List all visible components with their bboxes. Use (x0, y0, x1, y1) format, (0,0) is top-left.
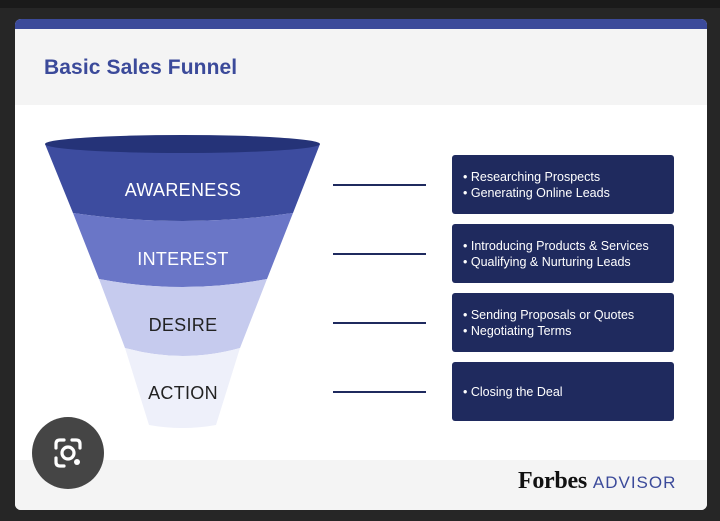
stage-label-desire: DESIRE (148, 315, 218, 335)
funnel-stage-action (125, 348, 240, 428)
bullet-item: • Negotiating Terms (463, 323, 572, 338)
brand-suffix: ADVISOR (592, 473, 677, 492)
connector-line (333, 322, 426, 324)
bullet-item: • Qualifying & Nurturing Leads (463, 254, 631, 269)
stage-label-interest: INTEREST (137, 249, 229, 269)
funnel-stage-interest (73, 213, 293, 287)
funnel-diagram (45, 135, 320, 428)
bullet-item: • Closing the Deal (463, 384, 563, 399)
bullet-item: • Sending Proposals or Quotes (463, 307, 635, 322)
google-lens-icon (54, 438, 82, 468)
stage-label-action: ACTION (148, 383, 218, 403)
card-header (15, 29, 707, 105)
funnel-stage-desire (99, 279, 267, 356)
google-lens-button[interactable] (32, 417, 104, 489)
stage-description-box: • Sending Proposals or Quotes • Negotiat… (452, 293, 674, 352)
connector-line (333, 253, 426, 255)
funnel-stage-awareness (45, 144, 320, 221)
bullet-item: • Generating Online Leads (463, 185, 610, 200)
brand-name: Forbes (518, 468, 587, 494)
connector-line (333, 391, 426, 393)
card-footer (15, 460, 707, 510)
connector-line (333, 184, 426, 186)
forbes-advisor-logo: Forbes ADVISOR (518, 468, 676, 495)
card-top-stripe (15, 19, 707, 29)
bullet-item: • Researching Prospects (463, 169, 601, 184)
top-bar (0, 0, 720, 8)
bullet-item: • Introducing Products & Services (463, 238, 649, 253)
stage-label-awareness: AWARENESS (124, 180, 242, 200)
stage-description-box: • Researching Prospects • Generating Onl… (452, 155, 674, 214)
page-title: Basic Sales Funnel (44, 56, 238, 79)
stage-description-box: • Introducing Products & Services • Qual… (452, 224, 674, 283)
stage-description-box: • Closing the Deal (452, 362, 674, 421)
funnel-top-rim (45, 135, 320, 153)
